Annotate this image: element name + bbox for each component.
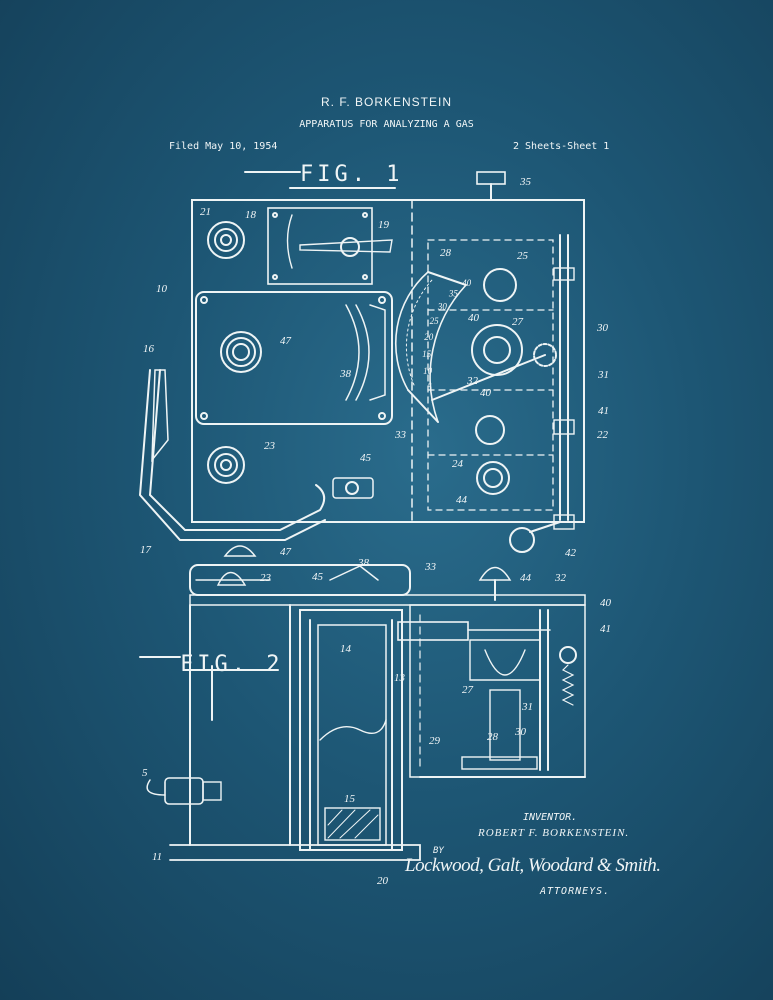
svg-text:13: 13 <box>394 672 406 684</box>
svg-text:41: 41 <box>598 405 609 417</box>
scale-mark: 40 <box>462 278 472 288</box>
fig2-label: FIG. 2 <box>180 652 284 677</box>
svg-text:40: 40 <box>480 387 492 399</box>
svg-text:28: 28 <box>440 247 452 259</box>
svg-text:47: 47 <box>280 335 292 347</box>
svg-text:47: 47 <box>280 546 292 558</box>
svg-text:44: 44 <box>456 494 468 506</box>
svg-text:35: 35 <box>519 176 532 188</box>
svg-text:42: 42 <box>565 547 577 559</box>
fig1-drawing <box>138 171 585 553</box>
inventor-heading: INVENTOR. <box>523 812 578 823</box>
svg-text:27: 27 <box>512 316 524 328</box>
svg-text:31: 31 <box>597 369 609 381</box>
svg-text:5: 5 <box>142 767 148 779</box>
svg-text:23: 23 <box>264 440 276 452</box>
svg-text:40: 40 <box>468 312 480 324</box>
svg-text:11: 11 <box>152 851 162 863</box>
svg-text:18: 18 <box>245 209 257 221</box>
patent-title: APPARATUS FOR ANALYZING A GAS <box>299 119 474 130</box>
attorneys-label: ATTORNEYS. <box>540 886 611 897</box>
inventor-full-name: ROBERT F. BORKENSTEIN. <box>478 827 630 839</box>
svg-text:33: 33 <box>424 561 437 573</box>
scale-mark: 15 <box>422 349 432 359</box>
svg-text:20: 20 <box>377 875 389 887</box>
svg-text:45: 45 <box>360 452 372 464</box>
fig-underlines <box>139 171 396 721</box>
scale-mark: 25 <box>430 316 440 326</box>
svg-text:38: 38 <box>357 557 370 569</box>
svg-text:28: 28 <box>487 731 499 743</box>
svg-text:31: 31 <box>521 701 533 713</box>
svg-text:24: 24 <box>452 458 464 470</box>
svg-text:25: 25 <box>517 250 529 262</box>
svg-text:38: 38 <box>339 368 352 380</box>
scale-mark: 10 <box>423 366 433 376</box>
svg-text:17: 17 <box>140 544 152 556</box>
svg-text:15: 15 <box>344 793 356 805</box>
svg-text:30: 30 <box>596 322 609 334</box>
svg-text:32: 32 <box>466 375 479 387</box>
patent-inventor-name: R. F. BORKENSTEIN <box>320 95 453 109</box>
svg-text:45: 45 <box>312 571 324 583</box>
attorney-signature: Lockwood, Galt, Woodard & Smith. <box>405 855 661 876</box>
fig1-label: FIG. 1 <box>300 162 404 187</box>
svg-text:10: 10 <box>156 283 168 295</box>
filed-date: Filed May 10, 1954 <box>169 141 278 152</box>
svg-text:29: 29 <box>429 735 441 747</box>
svg-text:21: 21 <box>200 206 211 218</box>
svg-text:14: 14 <box>340 643 352 655</box>
svg-text:27: 27 <box>462 684 474 696</box>
scale-mark: 30 <box>437 302 448 312</box>
svg-text:40: 40 <box>600 597 612 609</box>
reference-numerals: 21 18 19 10 28 25 30 27 47 16 38 31 40 4… <box>140 176 612 887</box>
scale-mark: 20 <box>424 332 434 342</box>
svg-text:23: 23 <box>260 572 272 584</box>
svg-text:32: 32 <box>554 572 567 584</box>
scale-mark: 5 <box>427 382 432 392</box>
svg-text:44: 44 <box>520 572 532 584</box>
fig2-drawing <box>146 545 586 861</box>
svg-text:22: 22 <box>597 429 609 441</box>
scale-mark: 35 <box>448 289 459 299</box>
svg-text:19: 19 <box>378 219 390 231</box>
svg-text:16: 16 <box>143 343 155 355</box>
sheet-count: 2 Sheets-Sheet 1 <box>513 141 610 152</box>
svg-text:41: 41 <box>600 623 611 635</box>
svg-text:30: 30 <box>514 726 527 738</box>
by-label: BY <box>433 846 444 856</box>
svg-text:33: 33 <box>394 429 407 441</box>
